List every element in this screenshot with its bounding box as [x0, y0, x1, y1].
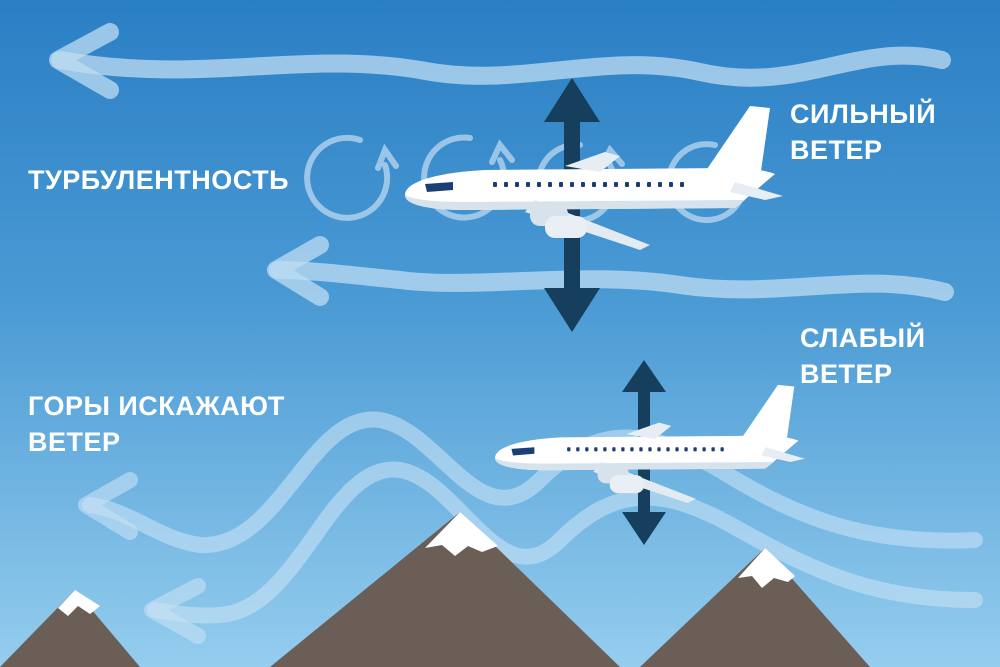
airplane-icon [495, 384, 805, 503]
wind-arrow-icon [49, 23, 951, 99]
mountains-wind-label: ГОРЫ ИСКАЖАЮТ ВЕТЕР [28, 388, 285, 460]
mountain-icon [0, 590, 140, 667]
strong-wind-label: СИЛЬНЫЙ ВЕТЕР [790, 96, 936, 168]
weak-wind-label-line1: СЛАБЫЙ [800, 323, 926, 353]
strong-wind-label-line1: СИЛЬНЫЙ [790, 99, 937, 129]
mountain-icon [640, 548, 870, 667]
mountains-wind-label-line1: ГОРЫ ИСКАЖАЮТ [28, 391, 285, 421]
turbulence-label: ТУРБУЛЕНТНОСТЬ [28, 162, 289, 198]
airplane-icon [405, 106, 783, 250]
mountain-icon [270, 512, 620, 667]
weak-wind-label: СЛАБЫЙ ВЕТЕР [800, 320, 926, 392]
mountains-wind-label-line2: ВЕТЕР [28, 427, 121, 457]
weak-wind-label-line2: ВЕТЕР [800, 359, 893, 389]
strong-wind-label-line2: ВЕТЕР [790, 135, 883, 165]
turbulence-label-text: ТУРБУЛЕНТНОСТЬ [28, 165, 289, 195]
